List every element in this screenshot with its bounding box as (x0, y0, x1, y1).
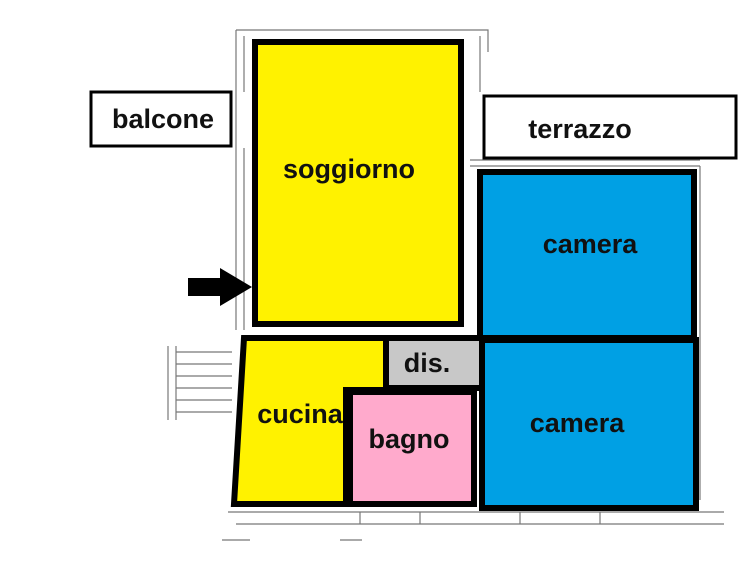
room-soggiorno (252, 39, 464, 327)
camera-top-label: camera (543, 229, 639, 259)
entrance-arrow-icon (188, 268, 252, 306)
terrazzo-label: terrazzo (528, 114, 632, 144)
bagno-label: bagno (369, 424, 450, 454)
room-camera-top (477, 169, 697, 341)
balcone-label: balcone (112, 104, 214, 134)
room-disimpegno (383, 335, 485, 391)
sketch-lines (167, 29, 724, 541)
balcone-box (89, 90, 233, 148)
cucina-label: cucina (257, 399, 344, 429)
room-bagno (347, 389, 477, 507)
camera-bottom-label: camera (530, 408, 626, 438)
dis-label: dis. (404, 348, 451, 378)
terrazzo-box (482, 94, 738, 160)
soggiorno-label: soggiorno (283, 154, 415, 184)
room-camera-bottom (479, 337, 699, 511)
